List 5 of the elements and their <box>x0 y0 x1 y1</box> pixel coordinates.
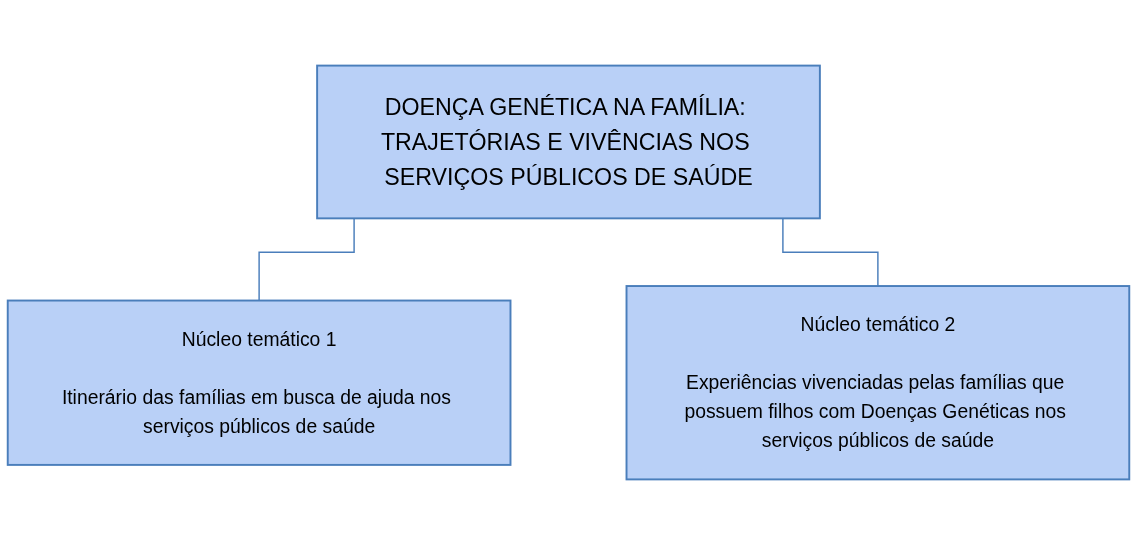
node-box: Núcleo temático 2 Experiências vivenciadas pelas famílias que possuem filhos com Doenças Genéticas nos serviços públicos de saúde <box>625 285 1131 481</box>
connector <box>782 217 879 287</box>
node-box: Núcleo temático 1 Itinerário das famílias em busca de ajuda nos serviços públicos de saúde <box>6 299 512 466</box>
node-box: DOENÇA GENÉTICA NA FAMÍLIA: TRAJETÓRIAS E VIVÊNCIAS NOS SERVIÇOS PÚBLICOS DE SAÚDE <box>316 64 821 220</box>
connector <box>258 217 355 302</box>
